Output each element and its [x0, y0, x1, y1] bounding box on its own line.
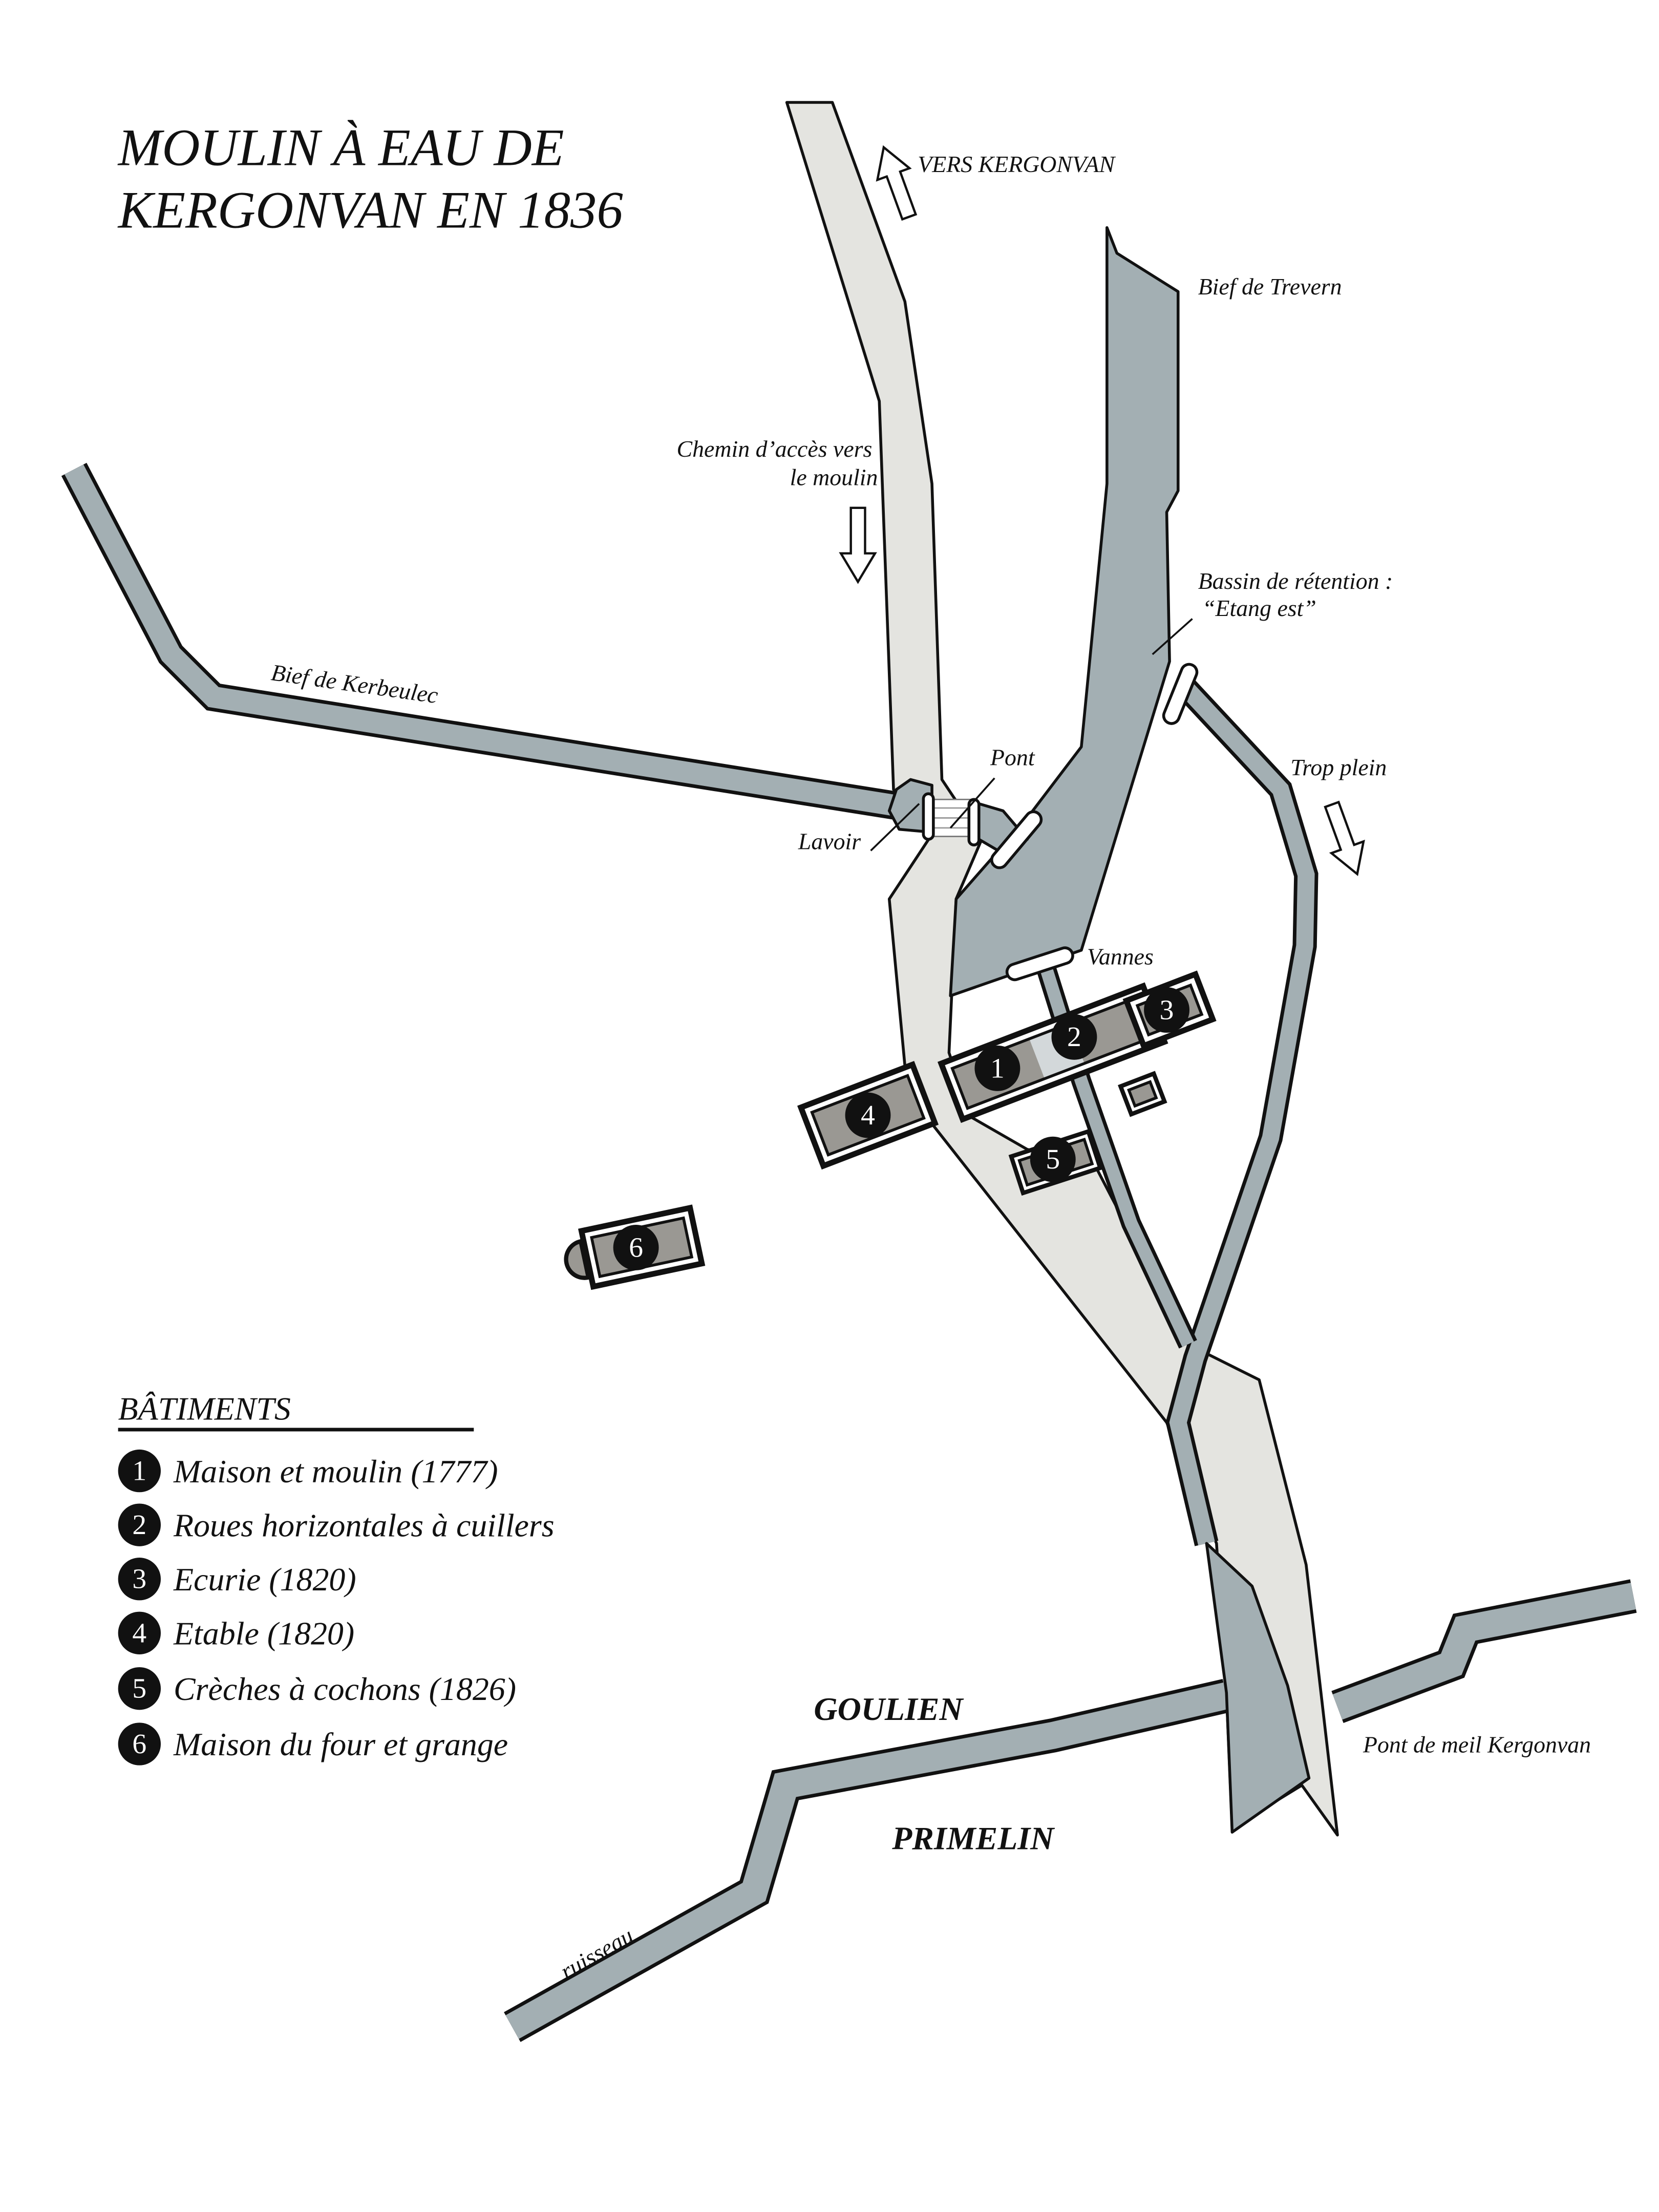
label-vers-kergonvan: VERS KERGONVAN	[918, 151, 1116, 177]
svg-text:1: 1	[132, 1455, 146, 1487]
etang-est	[949, 226, 1180, 997]
label-lavoir: Lavoir	[798, 828, 861, 855]
label-bief-trevern: Bief de Trevern	[1198, 273, 1342, 300]
label-pont-meil: Pont de meil Kergonvan	[1363, 1732, 1591, 1758]
label-goulien: GOULIEN	[814, 1691, 964, 1727]
marker-4: 4	[845, 1092, 891, 1138]
svg-text:2: 2	[1067, 1021, 1081, 1053]
title-line-1: MOULIN À EAU DE	[117, 118, 564, 177]
svg-text:Maison du four et grange: Maison du four et grange	[173, 1726, 508, 1762]
svg-text:5: 5	[132, 1673, 146, 1705]
label-bassin-1: Bassin de rétention :	[1198, 568, 1393, 594]
label-pont: Pont	[990, 745, 1035, 771]
label-chemin-1: Chemin d’accès vers	[677, 436, 873, 462]
svg-text:Roues horizontales à cuillers: Roues horizontales à cuillers	[173, 1507, 555, 1543]
legend-item: 3 Ecurie (1820)	[118, 1558, 356, 1601]
legend-item: 4 Etable (1820)	[118, 1611, 354, 1654]
legend-item: 5 Crèches à cochons (1826)	[118, 1667, 516, 1710]
vanne-3	[1005, 946, 1074, 982]
leader-lines	[870, 618, 1193, 852]
svg-text:5: 5	[1046, 1143, 1060, 1175]
legend-item: 2 Roues horizontales à cuillers	[118, 1503, 555, 1546]
svg-text:4: 4	[132, 1617, 146, 1649]
vanne-2	[1162, 663, 1199, 725]
legend-item: 1 Maison et moulin (1777)	[118, 1449, 498, 1493]
marker-6: 6	[613, 1224, 659, 1270]
svg-text:3: 3	[1160, 994, 1174, 1026]
small-building	[1118, 1071, 1167, 1117]
arrow-down-icon	[1324, 800, 1365, 877]
arrow-up-icon	[876, 145, 918, 221]
label-vannes: Vannes	[1087, 944, 1154, 970]
svg-text:Ecurie (1820): Ecurie (1820)	[173, 1561, 356, 1598]
marker-3: 3	[1144, 987, 1190, 1033]
svg-text:1: 1	[990, 1052, 1005, 1084]
legend-title: BÂTIMENTS	[118, 1391, 291, 1427]
svg-text:Etable (1820): Etable (1820)	[173, 1615, 354, 1652]
arrow-down-icon	[839, 506, 877, 584]
svg-text:6: 6	[629, 1231, 643, 1263]
pont-bridge	[922, 792, 981, 846]
svg-text:Maison et moulin (1777): Maison et moulin (1777)	[173, 1453, 498, 1490]
label-chemin-2: le moulin	[790, 464, 878, 490]
svg-text:6: 6	[132, 1728, 146, 1760]
label-bassin-2: “Etang est”	[1202, 595, 1316, 621]
svg-text:2: 2	[132, 1509, 146, 1541]
label-primelin: PRIMELIN	[891, 1820, 1055, 1857]
channels	[61, 462, 1637, 2042]
vanne-1	[990, 810, 1043, 869]
label-trop-plein: Trop plein	[1290, 754, 1387, 780]
svg-text:4: 4	[861, 1099, 875, 1131]
marker-5: 5	[1030, 1136, 1076, 1182]
svg-text:3: 3	[132, 1563, 146, 1595]
svg-text:Crèches à cochons (1826): Crèches à cochons (1826)	[174, 1671, 516, 1707]
marker-2: 2	[1051, 1014, 1097, 1060]
title-line-2: KERGONVAN EN 1836	[117, 181, 623, 240]
marker-1: 1	[974, 1045, 1020, 1091]
legend: BÂTIMENTS 1 Maison et moulin (1777) 2 Roue…	[118, 1391, 555, 1766]
legend-item: 6 Maison du four et grange	[118, 1722, 508, 1766]
